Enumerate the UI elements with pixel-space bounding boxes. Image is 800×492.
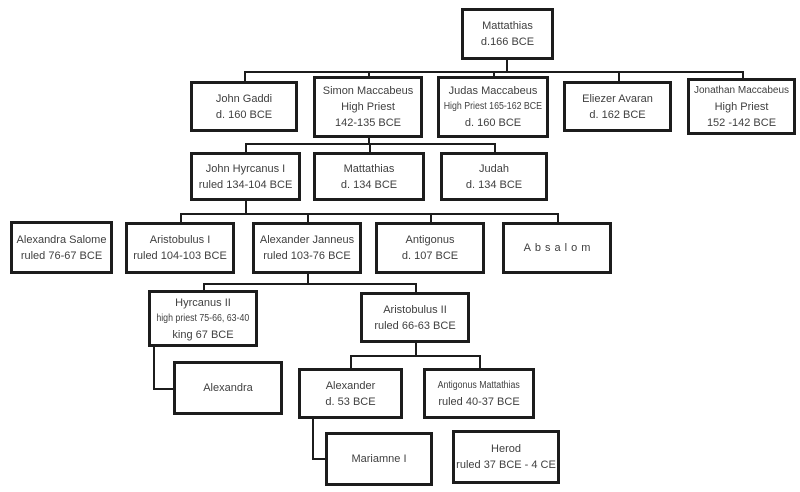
node-label: Absalom <box>523 242 595 254</box>
connector <box>368 138 370 145</box>
node-label: d. 134 BCE <box>465 178 523 191</box>
connector <box>245 143 247 152</box>
connector <box>307 274 309 283</box>
node-label: king 67 BCE <box>172 328 234 341</box>
node-john-hyrcanus-i: John Hyrcanus I ruled 134-104 BCE <box>190 152 301 201</box>
node-label: Alexander Janneus <box>259 234 355 246</box>
node-label: Judah <box>479 162 509 175</box>
connector <box>415 283 417 292</box>
connector <box>312 458 325 460</box>
node-label: ruled 40-37 BCE <box>438 395 520 408</box>
node-eliezer-avaran: Eliezer Avaran d. 162 BCE <box>563 81 672 132</box>
node-label: John Hyrcanus I <box>205 162 286 175</box>
node-label: Judas Maccabeus <box>448 85 538 97</box>
node-label: d. 107 BCE <box>401 250 459 262</box>
node-label: ruled 134-104 BCE <box>198 178 293 191</box>
node-mattathias: Mattathias d.166 BCE <box>461 8 554 60</box>
node-alexander: Alexander d. 53 BCE <box>298 368 403 419</box>
node-hyrcanus-ii: Hyrcanus II high priest 75-66, 63-40 kin… <box>148 290 258 347</box>
connector <box>368 71 370 76</box>
node-label: d. 160 BCE <box>464 117 522 129</box>
node-label: Antigonus Mattathias <box>437 379 521 391</box>
node-judah: Judah d. 134 BCE <box>440 152 548 201</box>
connector <box>430 213 432 222</box>
node-label: John Gaddi <box>215 92 273 105</box>
node-judas-maccabeus: Judas Maccabeus High Priest 165-162 BCE … <box>437 76 549 138</box>
connector <box>307 213 309 222</box>
node-alexandra: Alexandra <box>173 361 283 415</box>
node-label: d. 134 BCE <box>340 178 398 191</box>
connector <box>312 419 314 460</box>
node-label: Alexandra <box>203 382 253 394</box>
node-label: High Priest <box>714 100 769 113</box>
connector <box>180 213 182 222</box>
connector <box>153 388 173 390</box>
node-antigonus-mattathias: Antigonus Mattathias ruled 40-37 BCE <box>423 368 535 419</box>
connector <box>350 355 481 357</box>
node-label: d. 160 BCE <box>215 108 273 121</box>
node-label: Alexander <box>325 379 376 392</box>
connector <box>180 213 559 215</box>
node-label: d. 53 BCE <box>325 395 376 408</box>
node-mattathias-ii: Mattathias d. 134 BCE <box>313 152 425 201</box>
node-label: Simon Maccabeus <box>322 85 414 97</box>
node-label: ruled 104-103 BCE <box>133 250 227 262</box>
connector <box>244 71 246 81</box>
node-label: d.166 BCE <box>480 36 535 48</box>
node-label: ruled 103-76 BCE <box>263 250 351 262</box>
node-label: Mattathias <box>343 162 395 175</box>
node-aristobulus-i: Aristobulus I ruled 104-103 BCE <box>125 222 235 274</box>
node-label: Jonathan Maccabeus <box>693 84 790 96</box>
node-label: Hyrcanus II <box>175 296 231 309</box>
node-label: Mariamne I <box>351 453 407 465</box>
node-aristobulus-ii: Aristobulus II ruled 66-63 BCE <box>360 292 470 343</box>
node-alexandra-salome: Alexandra Salome ruled 76-67 BCE <box>10 221 113 274</box>
node-label: Aristobulus I <box>149 234 211 246</box>
connector <box>245 201 247 213</box>
connector <box>493 71 495 76</box>
node-antigonus: Antigonus d. 107 BCE <box>375 222 485 274</box>
node-label: ruled 76-67 BCE <box>20 249 103 262</box>
node-label: 152 -142 BCE <box>706 116 777 129</box>
node-mariamne-i: Mariamne I <box>325 432 433 486</box>
node-label: Herod <box>491 443 521 455</box>
connector <box>350 355 352 368</box>
connector <box>618 71 620 81</box>
node-label: Alexandra Salome <box>16 233 107 246</box>
connector <box>369 143 371 152</box>
connector <box>742 71 744 78</box>
connector <box>415 343 417 355</box>
node-label: ruled 37 BCE - 4 CE <box>456 459 556 471</box>
node-label: Mattathias <box>482 20 533 32</box>
node-label: 142-135 BCE <box>334 117 402 129</box>
node-label: Antigonus <box>405 234 455 246</box>
connector <box>494 143 496 152</box>
connector <box>479 355 481 368</box>
node-alexander-janneus: Alexander Janneus ruled 103-76 BCE <box>252 222 362 274</box>
connector <box>203 283 205 290</box>
node-label: d. 162 BCE <box>589 108 646 121</box>
connector <box>153 347 155 390</box>
node-label: Eliezer Avaran <box>582 92 653 105</box>
node-jonathan-maccabeus: Jonathan Maccabeus High Priest 152 -142 … <box>687 78 796 135</box>
node-label: high priest 75-66, 63-40 <box>156 312 250 324</box>
connector <box>506 60 508 73</box>
node-label: High Priest <box>341 101 395 113</box>
node-label: High Priest 165-162 BCE <box>443 101 543 112</box>
node-herod: Herod ruled 37 BCE - 4 CE <box>452 430 560 484</box>
node-label: ruled 66-63 BCE <box>374 319 456 332</box>
node-absalom: Absalom <box>502 222 612 274</box>
node-john-gaddi: John Gaddi d. 160 BCE <box>190 81 298 132</box>
node-label: Aristobulus II <box>383 303 447 316</box>
node-simon-maccabeus: Simon Maccabeus High Priest 142-135 BCE <box>313 76 423 138</box>
connector <box>203 283 417 285</box>
connector <box>557 213 559 222</box>
